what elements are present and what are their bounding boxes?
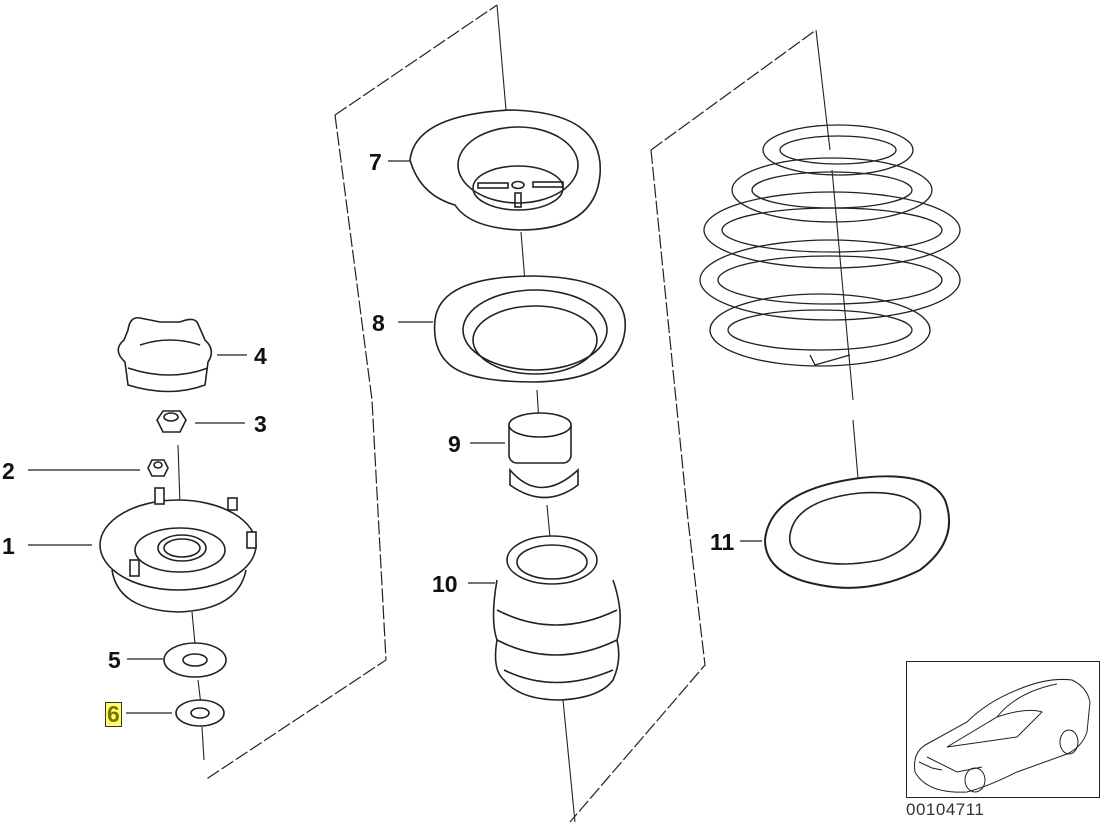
vehicle-location-inset (906, 661, 1100, 798)
part-label-10[interactable]: 10 (432, 571, 458, 597)
part-label-7[interactable]: 7 (369, 149, 382, 175)
part-10-boot (492, 535, 621, 701)
part-label-2[interactable]: 2 (2, 458, 15, 484)
part-1-strut-mount (99, 487, 257, 613)
part-label-5[interactable]: 5 (108, 647, 121, 673)
part-9-bump-stop (508, 412, 579, 499)
part-5-washer (163, 642, 227, 678)
part-label-4[interactable]: 4 (254, 343, 267, 369)
part-label-1[interactable]: 1 (2, 533, 15, 559)
part-label-8[interactable]: 8 (372, 310, 385, 336)
part-6-washer (175, 699, 225, 727)
part-label-9[interactable]: 9 (448, 431, 461, 457)
part-4-cap (117, 316, 213, 393)
car-outline-icon (914, 679, 1091, 793)
part-3-collar-nut (156, 410, 187, 433)
part-label-3[interactable]: 3 (254, 411, 267, 437)
part-label-11[interactable]: 11 (710, 529, 735, 555)
part-2-nut (147, 459, 169, 477)
leader-lines (28, 160, 762, 714)
group-boundary-lines (204, 4, 817, 823)
part-11-lower-pad (763, 475, 951, 589)
part-8-seat-ring (433, 275, 626, 383)
coil-spring (699, 124, 961, 367)
diagram-reference-number: 00104711 (906, 800, 985, 819)
part-label-6[interactable]: 6 (105, 701, 122, 727)
part-7-spring-pad (409, 109, 601, 231)
